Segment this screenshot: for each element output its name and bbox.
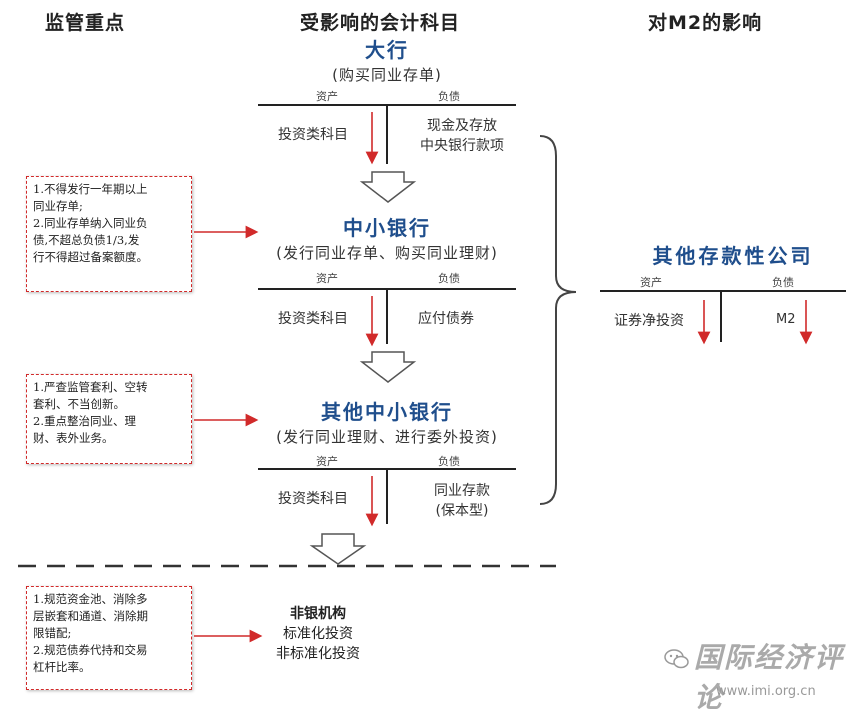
regulation-box-1-line5: 行不得超过备案额度。 <box>33 250 148 264</box>
regulation-box-1: 1.不得发行一年期以上 同业存单; 2.同业存单纳入同业负 债,不超总负债1/3… <box>26 176 192 292</box>
section1-asset-item: 投资类科目 <box>278 127 348 143</box>
regulation-box-3-line1: 1.规范资金池、消除多 <box>33 592 148 606</box>
section2-liability-label: 负债 <box>438 272 460 285</box>
right-t-bar <box>600 290 846 292</box>
regulation-box-3-line5: 杠杆比率。 <box>33 660 91 674</box>
nonbank-line1: 标准化投资 <box>283 626 353 642</box>
regulation-box-2-line3: 2.重点整治同业、理 <box>33 414 136 428</box>
regulation-box-1-line1: 1.不得发行一年期以上 <box>33 182 148 196</box>
section1-liability-line1: 现金及存放 <box>427 118 497 134</box>
section3-liability-item: 同业存款 (保本型) <box>410 481 514 521</box>
section1-liability-item: 现金及存放 中央银行款项 <box>410 116 514 156</box>
section3-subtitle: (发行同业理财、进行委外投资) <box>276 428 498 446</box>
column-header-m2: 对M2的影响 <box>648 12 763 34</box>
section3-asset-label: 资产 <box>316 455 338 468</box>
section2-asset-item: 投资类科目 <box>278 311 348 327</box>
section1-asset-label: 资产 <box>316 90 338 103</box>
wechat-icon <box>664 648 690 670</box>
section3-asset-item: 投资类科目 <box>278 491 348 507</box>
section2-asset-label: 资产 <box>316 272 338 285</box>
watermark-url: www.imi.org.cn <box>716 684 816 699</box>
section2-subtitle: (发行同业存单、购买同业理财) <box>276 244 498 262</box>
regulation-box-3-line4: 2.规范债券代持和交易 <box>33 643 148 657</box>
right-section-title: 其他存款性公司 <box>652 244 814 268</box>
section3-liability-line2: (保本型) <box>435 503 489 519</box>
flow-arrow-2 <box>359 351 417 383</box>
section2-liability-item: 应付债券 <box>418 311 474 327</box>
section2-title: 中小银行 <box>343 216 431 240</box>
regulation-box-3-line2: 层嵌套和通道、消除期 <box>33 609 148 623</box>
section3-t-stem <box>386 468 388 524</box>
nonbank-title: 非银机构 <box>290 606 346 622</box>
right-asset-label: 资产 <box>640 276 662 289</box>
section3-liability-label: 负债 <box>438 455 460 468</box>
right-liability-label: 负债 <box>772 276 794 289</box>
right-t-stem <box>720 290 722 342</box>
section1-subtitle: (购买同业存单) <box>332 66 442 84</box>
right-liability-item: M2 <box>776 312 796 327</box>
column-header-regulation: 监管重点 <box>45 12 126 34</box>
regulation-box-2-line1: 1.严查监管套利、空转 <box>33 380 148 394</box>
section1-title: 大行 <box>365 38 409 62</box>
regulation-box-1-line3: 2.同业存单纳入同业负 <box>33 216 148 230</box>
flow-arrow-1 <box>359 171 417 203</box>
section1-liability-label: 负债 <box>438 90 460 103</box>
regulation-box-2-line2: 套利、不当创新。 <box>33 397 125 411</box>
nonbank-block: 非银机构 标准化投资 非标准化投资 <box>268 604 368 664</box>
regulation-box-2: 1.严查监管套利、空转 套利、不当创新。 2.重点整治同业、理 财、表外业务。 <box>26 374 192 464</box>
flow-arrow-3 <box>309 533 367 565</box>
right-asset-item: 证券净投资 <box>614 313 684 329</box>
section1-t-stem <box>386 104 388 164</box>
regulation-box-2-line4: 财、表外业务。 <box>33 431 114 445</box>
nonbank-line2: 非标准化投资 <box>276 646 360 662</box>
regulation-box-3: 1.规范资金池、消除多 层嵌套和通道、消除期 限错配; 2.规范债券代持和交易 … <box>26 586 192 690</box>
regulation-box-3-line3: 限错配; <box>33 626 72 640</box>
regulation-box-1-line4: 债,不超总负债1/3,发 <box>33 233 140 247</box>
section3-liability-line1: 同业存款 <box>434 483 490 499</box>
regulation-box-1-line2: 同业存单; <box>33 199 83 213</box>
section1-liability-line2: 中央银行款项 <box>420 138 504 154</box>
section3-title: 其他中小银行 <box>321 400 453 424</box>
column-header-accounts: 受影响的会计科目 <box>300 12 461 34</box>
grouping-brace <box>539 135 577 505</box>
section2-t-stem <box>386 288 388 344</box>
